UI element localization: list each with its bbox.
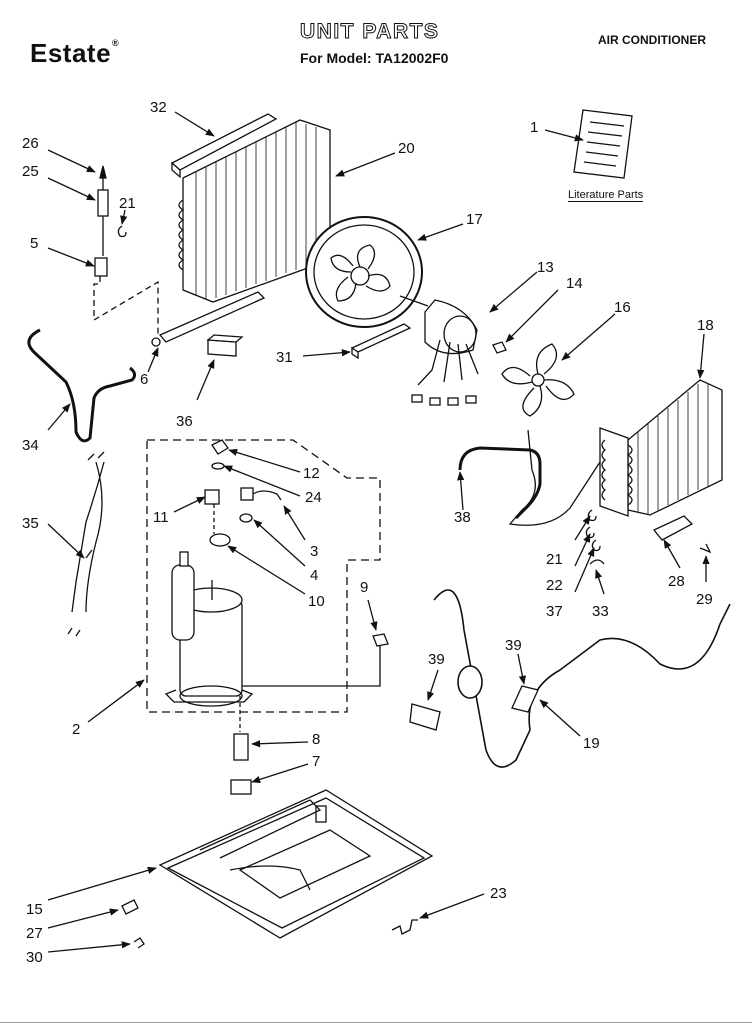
callout-18: 18 — [697, 317, 714, 334]
retaining-clip — [133, 937, 145, 949]
callout-39-right: 39 — [505, 637, 522, 654]
callout-20: 20 — [398, 140, 415, 157]
callout-24: 24 — [305, 489, 322, 506]
compressor-mount-parts — [230, 696, 252, 795]
callout-4: 4 — [310, 567, 318, 584]
power-cord — [433, 589, 731, 768]
shaft-nut — [492, 341, 507, 354]
connector-line — [242, 646, 381, 687]
callout-29: 29 — [696, 591, 713, 608]
callout-25: 25 — [22, 163, 39, 180]
coil-bottom-bracket — [151, 291, 266, 347]
brand-logo: Estate® — [30, 38, 119, 69]
terminal-cover-parts — [204, 439, 282, 547]
leader-lines — [47, 111, 710, 953]
callout-31: 31 — [276, 349, 293, 366]
callout-15: 15 — [26, 901, 43, 918]
callout-11: 11 — [153, 509, 169, 526]
screw — [121, 899, 139, 915]
callout-23: 23 — [490, 885, 507, 902]
callout-38: 38 — [454, 509, 471, 526]
callout-39-left: 39 — [428, 651, 445, 668]
compressor — [164, 551, 254, 707]
bottom-divider — [0, 1022, 752, 1023]
document-type: AIR CONDITIONER — [598, 33, 706, 47]
fan-motor — [399, 295, 479, 406]
registered-mark: ® — [112, 38, 120, 48]
callout-37: 37 — [546, 603, 563, 620]
model-line: For Model:TA12002F0 — [300, 50, 452, 66]
blower-blade — [501, 343, 575, 417]
callout-34: 34 — [22, 437, 39, 454]
callout-35: 35 — [22, 515, 39, 532]
base-pan — [158, 789, 434, 939]
foam-block — [206, 334, 244, 357]
callout-27: 27 — [26, 925, 43, 942]
callout-2: 2 — [72, 721, 80, 738]
callout-21-left: 21 — [119, 195, 136, 212]
callout-numbers: 1 2 3 4 5 6 7 8 9 10 11 12 13 14 15 16 1… — [22, 99, 714, 966]
callout-10: 10 — [308, 593, 325, 610]
callout-28: 28 — [668, 573, 685, 590]
callout-19: 19 — [583, 735, 600, 752]
callout-14: 14 — [566, 275, 583, 292]
page-title: UNIT PARTS — [299, 20, 440, 44]
brand-name: Estate — [30, 38, 112, 68]
sensor-assembly — [93, 165, 159, 334]
wire-harness — [67, 451, 105, 637]
callout-32: 32 — [150, 99, 167, 116]
fan-shroud — [305, 216, 423, 328]
callout-33: 33 — [592, 603, 609, 620]
capillary-tube — [508, 429, 601, 526]
callout-5: 5 — [30, 235, 38, 252]
callout-9: 9 — [360, 579, 368, 596]
model-number: TA12002F0 — [375, 50, 449, 66]
callout-8: 8 — [312, 731, 320, 748]
model-prefix: For Model: — [300, 50, 372, 66]
control-bracket — [652, 515, 712, 554]
compressor-group-outline — [146, 439, 381, 713]
literature-booklet — [573, 109, 633, 179]
callout-26: 26 — [22, 135, 39, 152]
callout-3: 3 — [310, 543, 318, 560]
callout-30: 30 — [26, 949, 43, 966]
air-filters — [409, 685, 539, 731]
wire-clip — [391, 919, 418, 935]
literature-parts-label: Literature Parts — [568, 189, 644, 202]
callout-7: 7 — [312, 753, 320, 770]
motor-mount-bracket — [350, 323, 412, 360]
callout-6: 6 — [140, 371, 148, 388]
coil-top-rail — [170, 113, 278, 179]
callout-17: 17 — [466, 211, 483, 228]
callout-21-right: 21 — [546, 551, 563, 568]
refrigerant-tube — [27, 328, 137, 443]
callout-12: 12 — [303, 465, 320, 482]
callout-22: 22 — [546, 577, 563, 594]
callout-1: 1 — [530, 119, 538, 136]
hex-nut — [372, 633, 389, 647]
drain-tube — [458, 446, 542, 520]
callout-16: 16 — [614, 299, 631, 316]
evaporator-coil — [599, 379, 723, 517]
callout-36: 36 — [176, 413, 193, 430]
callout-13: 13 — [537, 259, 554, 276]
